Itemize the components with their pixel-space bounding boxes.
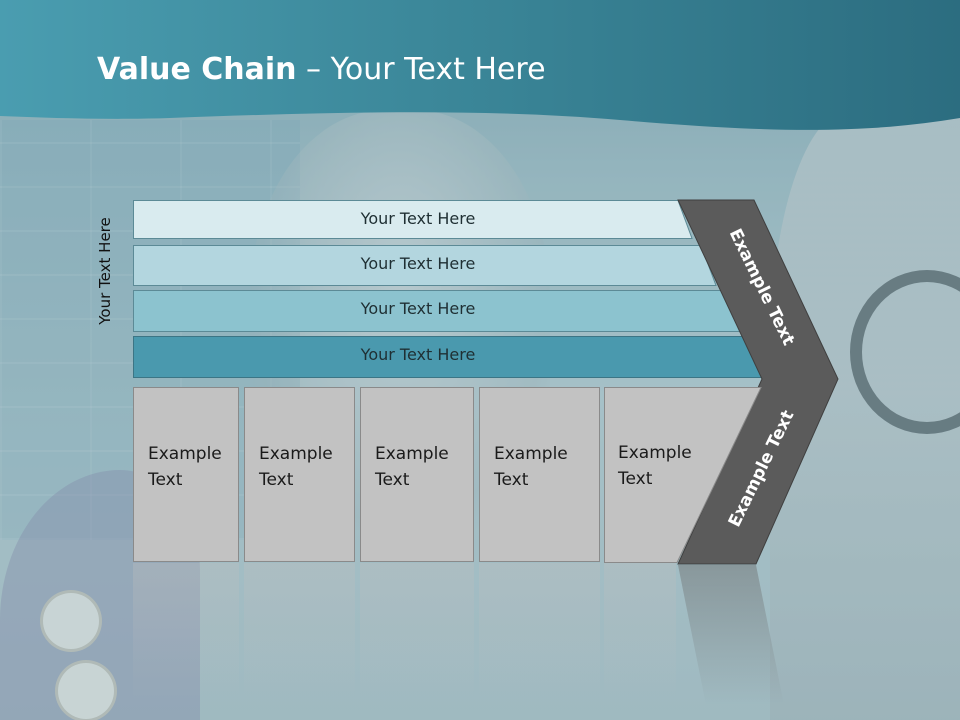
row-1-label: Your Text Here xyxy=(360,209,476,228)
row-3-label: Your Text Here xyxy=(360,299,476,318)
chevron-reflection xyxy=(678,565,784,705)
box-2-line2: Text xyxy=(259,470,294,490)
title-rest: – Your Text Here xyxy=(296,52,546,87)
box-reflection-3 xyxy=(360,563,474,703)
header-banner xyxy=(0,0,960,130)
box-2-line1: Example xyxy=(259,444,333,464)
page-title: Value Chain – Your Text Here xyxy=(97,52,546,87)
box-5-line1: Example xyxy=(618,443,692,463)
background-skate-wheel xyxy=(55,660,117,720)
side-label: Your Text Here xyxy=(96,217,114,325)
box-4-line1: Example xyxy=(494,444,568,464)
activity-box-5-shape xyxy=(604,387,762,563)
box-reflection-1 xyxy=(133,563,239,703)
chevron-arrow xyxy=(677,199,839,565)
box-4-line2: Text xyxy=(494,470,529,490)
title-bold: Value Chain xyxy=(97,52,297,87)
background-skate-wheel xyxy=(40,590,102,652)
box-5-line2: Text xyxy=(618,469,653,489)
row-1-shape xyxy=(133,200,693,239)
row-4-label: Your Text Here xyxy=(360,345,476,364)
box-reflection-5 xyxy=(604,563,676,703)
box-3-line1: Example xyxy=(375,444,449,464)
row-2-shape xyxy=(133,245,717,286)
box-1-line1: Example xyxy=(148,444,222,464)
value-row-3: Your Text Here xyxy=(133,290,741,332)
value-row-4: Your Text Here xyxy=(133,336,765,378)
box-1-line2: Text xyxy=(148,470,183,490)
box-reflection-4 xyxy=(479,563,600,703)
value-row-1: Your Text Here xyxy=(133,200,693,239)
value-row-2: Your Text Here xyxy=(133,245,717,286)
box-reflection-2 xyxy=(244,563,355,703)
row-2-label: Your Text Here xyxy=(360,254,476,273)
box-3-line2: Text xyxy=(375,470,410,490)
